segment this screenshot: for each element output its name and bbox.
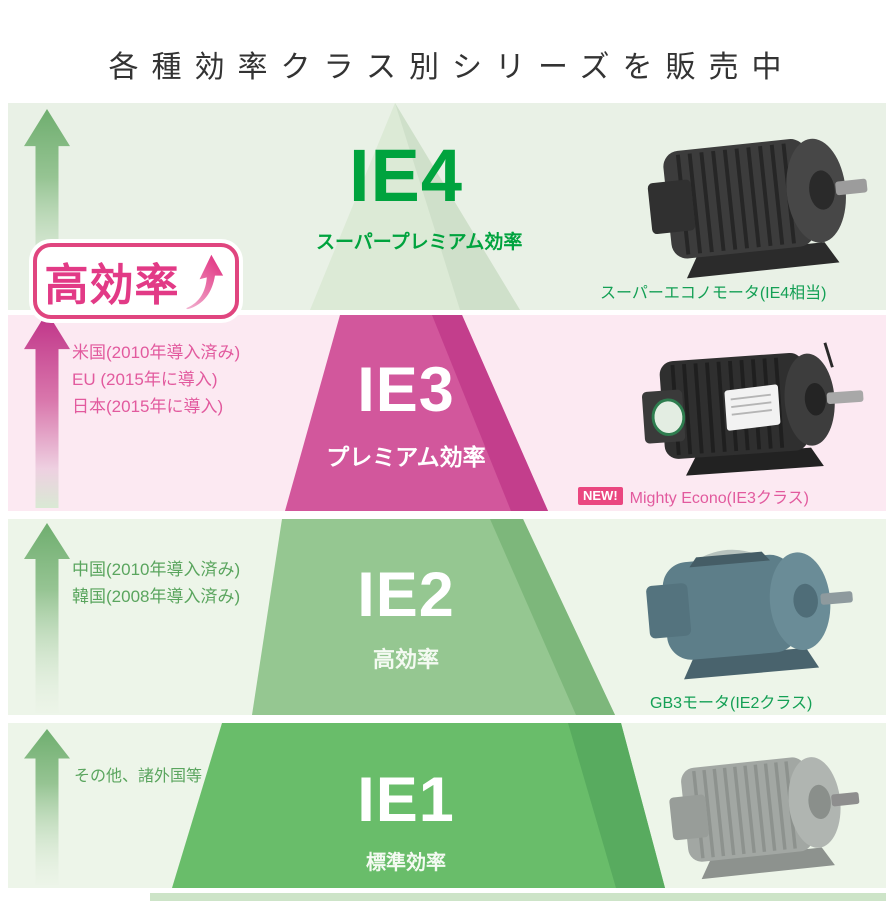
high-efficiency-badge: 高効率 bbox=[33, 243, 239, 319]
standard-motor-image bbox=[669, 757, 860, 880]
new-badge: NEW! bbox=[578, 487, 623, 505]
region-line: 中国(2010年導入済み) bbox=[72, 560, 241, 579]
up-arrow-icon bbox=[24, 523, 70, 713]
tier-ie1-center: IE1 標準効率 bbox=[316, 769, 496, 875]
mighty-econo-motor-image bbox=[641, 342, 864, 476]
high-efficiency-label: 高効率 bbox=[44, 261, 180, 310]
region-list-ie2: 中国(2010年導入済み) 韓国(2008年導入済み) bbox=[72, 556, 240, 610]
up-arrow-icon bbox=[24, 312, 70, 508]
tier-label: IE2 bbox=[357, 560, 455, 630]
motor-caption-ie3: NEW! Mighty Econo(IE3クラス) bbox=[578, 484, 809, 508]
swoosh-arrow-icon bbox=[185, 254, 223, 310]
region-line: EU (2015年に導入) bbox=[72, 370, 218, 389]
tier-label: IE1 bbox=[357, 765, 455, 835]
tier-label: IE4 bbox=[348, 134, 464, 217]
tier-subtitle: 標準効率 bbox=[366, 852, 446, 874]
region-list-ie1: その他、諸外国等 bbox=[74, 763, 202, 790]
region-line: 韓国(2008年導入済み) bbox=[72, 587, 241, 606]
tier-ie4: IE4 スーパープレミアム効率 スーパーエコノモータ(IE4相当 bbox=[8, 103, 886, 310]
region-list-ie3: 米国(2010年導入済み) EU (2015年に導入) 日本(2015年に導入) bbox=[72, 339, 240, 420]
super-econo-motor-image bbox=[647, 138, 868, 279]
tier-ie2: 中国(2010年導入済み) 韓国(2008年導入済み) IE2 高効率 GB3モ… bbox=[8, 519, 886, 715]
tier-ie3: 米国(2010年導入済み) EU (2015年に導入) 日本(2015年に導入)… bbox=[8, 312, 886, 511]
tier-subtitle: スーパープレミアム効率 bbox=[316, 232, 523, 253]
region-line: その他、諸外国等 bbox=[74, 768, 203, 785]
next-tier-edge bbox=[150, 893, 886, 901]
tier-ie1: その他、諸外国等 IE1 標準効率 bbox=[8, 723, 886, 888]
motor-caption-text: Mighty Econo(IE3クラス) bbox=[629, 490, 809, 507]
up-arrow-icon bbox=[24, 729, 70, 885]
tier-ie3-center: IE3 プレミアム効率 bbox=[316, 359, 496, 472]
tier-subtitle: プレミアム効率 bbox=[326, 444, 486, 470]
gb3-motor-image bbox=[646, 549, 853, 680]
motor-caption-ie2: GB3モータ(IE2クラス) bbox=[650, 695, 813, 712]
tier-label: IE3 bbox=[357, 355, 455, 425]
region-line: 日本(2015年に導入) bbox=[72, 397, 224, 416]
tier-subtitle: 高効率 bbox=[372, 647, 439, 672]
region-line: 米国(2010年導入済み) bbox=[72, 343, 241, 362]
tier-ie2-center: IE2 高効率 bbox=[316, 564, 496, 674]
motor-caption-ie4: スーパーエコノモータ(IE4相当) bbox=[600, 285, 827, 302]
tier-ie4-center: IE4 スーパープレミアム効率 bbox=[316, 134, 523, 254]
page-title: 各種効率クラス別シリーズを販売中 bbox=[108, 51, 795, 84]
